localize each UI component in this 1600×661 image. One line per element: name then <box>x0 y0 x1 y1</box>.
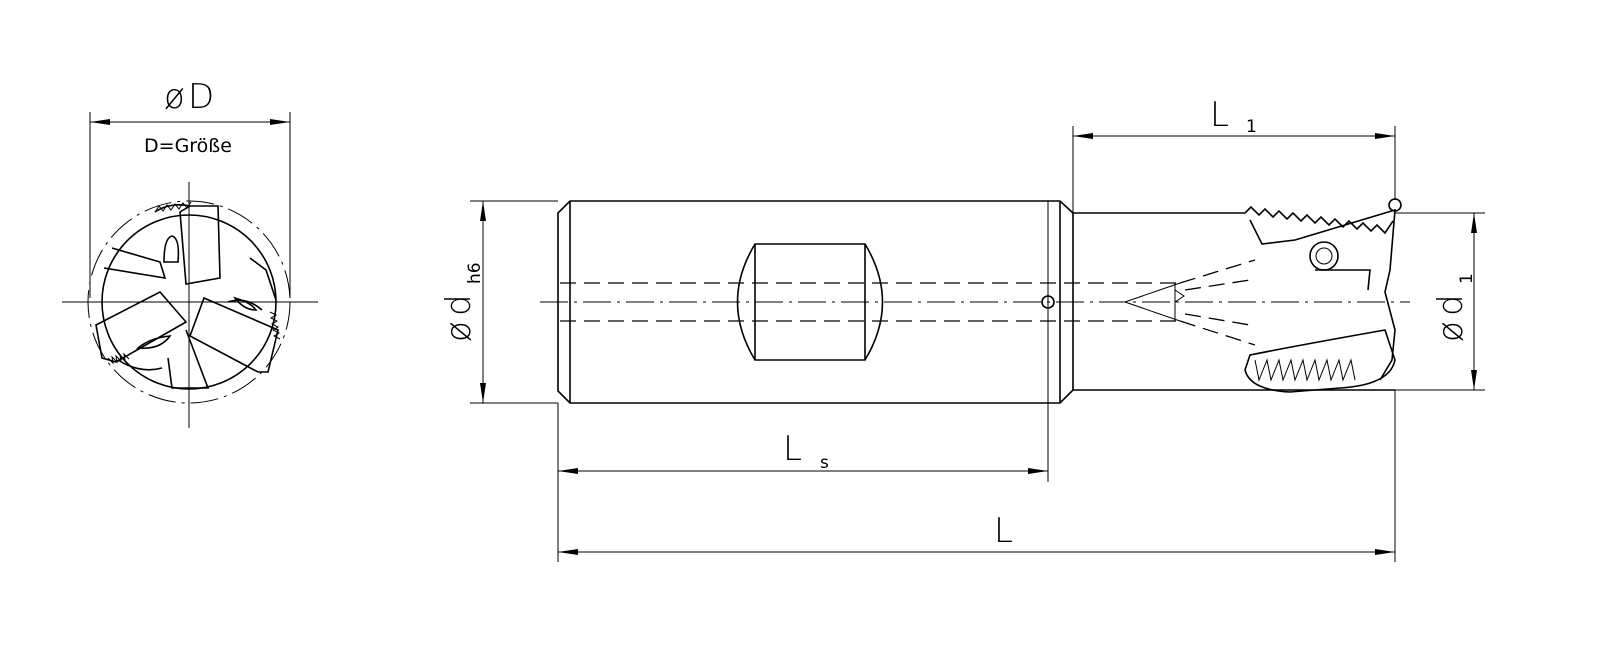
shank-diameter-symbol: ø <box>439 321 479 342</box>
end-view: ø D D=Größe <box>62 77 318 428</box>
insert-top <box>103 201 221 285</box>
total-length-label: L <box>994 511 1013 551</box>
insert-right <box>189 257 281 373</box>
head-diameter-symbol: ø <box>1431 321 1471 342</box>
cutter-head <box>1073 205 1396 393</box>
side-view: ø d h6 ø d 1 L 1 L s L <box>439 95 1485 562</box>
shank-length-subscript: s <box>820 453 829 473</box>
shank-length-label: L <box>783 429 802 469</box>
insert-left <box>95 291 210 389</box>
diameter-D-symbol: ø <box>164 77 185 117</box>
head-length-subscript: 1 <box>1246 117 1257 137</box>
head-diameter-subscript: 1 <box>1457 273 1477 284</box>
head-diameter-label: d <box>1431 294 1471 316</box>
cutting-circle <box>87 200 291 404</box>
diameter-D-label: D <box>188 77 214 117</box>
shank-diameter-label: d <box>439 294 479 316</box>
shank-tolerance-label: h6 <box>465 262 485 284</box>
reference-point <box>1041 295 1055 309</box>
body-circle <box>101 214 277 390</box>
size-note: D=Größe <box>144 135 232 157</box>
head-length-label: L <box>1210 95 1229 135</box>
